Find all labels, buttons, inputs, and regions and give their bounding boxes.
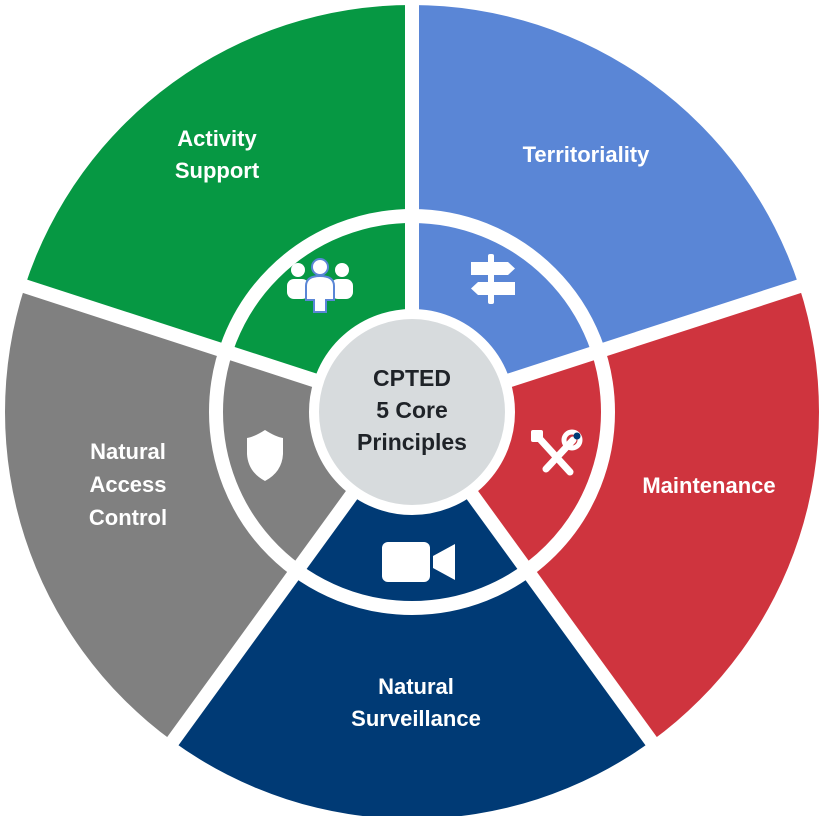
- center-title-line-3: Principles: [357, 429, 467, 455]
- ring-divider: [209, 209, 615, 615]
- label-maintenance: Maintenance: [642, 473, 775, 498]
- signpost-icon: [471, 254, 515, 304]
- segment-territoriality: [527, 286, 819, 742]
- label-territoriality: Territoriality: [523, 142, 651, 167]
- segment-natural-surveillance: [4, 286, 297, 742]
- label-activity-support-line-2: Support: [175, 158, 260, 183]
- center-title-line-2: 5 Core: [376, 397, 448, 423]
- center-title-line-1: CPTED: [373, 365, 451, 391]
- video-camera-icon: [382, 542, 455, 582]
- label-natural-access-control-line-2: Access: [89, 472, 166, 497]
- segment-divider: [462, 485, 659, 748]
- shield-icon: [247, 430, 283, 481]
- segment-divider: [165, 485, 362, 748]
- label-natural-surveillance-line-2: Surveillance: [351, 706, 481, 731]
- segment-divider: [20, 278, 323, 389]
- separators: [20, 3, 804, 748]
- label-natural-access-control-line-1: Natural: [90, 439, 166, 464]
- tools-icon: [531, 429, 583, 476]
- outer-segments: [4, 5, 819, 820]
- segment-activity-support: [412, 5, 800, 352]
- label-natural-surveillance-line-1: Natural: [378, 674, 454, 699]
- segment-maintenance: [172, 570, 652, 820]
- people-group-icon: [287, 258, 353, 313]
- segment-natural-access-control: [24, 5, 413, 352]
- center-circle: [309, 309, 515, 515]
- segment-divider: [501, 278, 804, 389]
- inner-segment-activity-support: [412, 216, 599, 382]
- label-activity-support-line-1: Activity: [177, 126, 257, 151]
- label-natural-access-control-line-3: Control: [89, 505, 167, 530]
